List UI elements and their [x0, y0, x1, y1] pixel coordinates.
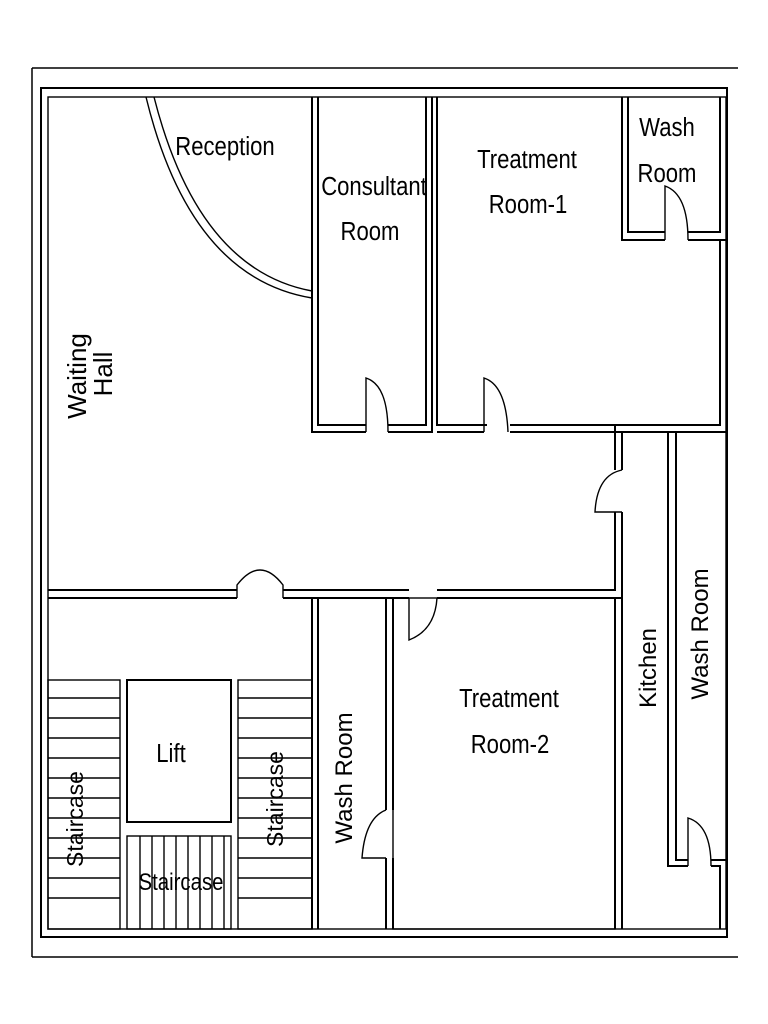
kitchen-door — [594, 469, 623, 513]
treatment-1-door — [483, 377, 509, 433]
lift-label: Lift — [156, 739, 186, 768]
staircase-left-label: Staircase — [62, 771, 88, 867]
reception-counter — [145, 96, 313, 299]
wash-room-mid-label: Wash Room — [331, 712, 358, 843]
consultant-room-label-line2: Room — [341, 217, 400, 246]
treatment-room-2-label-line1: Treatment — [459, 684, 559, 713]
staircase-mid — [237, 679, 313, 930]
kitchen-label: Kitchen — [635, 628, 662, 708]
staircase-bottom-label: Staircase — [138, 868, 223, 895]
reception-label: Reception — [175, 132, 274, 161]
treatment-room-1-label-line1: Treatment — [477, 145, 577, 174]
lift-shaft — [126, 679, 232, 823]
corridor-lower-wall — [48, 512, 623, 599]
waiting-hall-label-line1: Waiting — [62, 333, 92, 419]
wash-right-door — [687, 817, 712, 867]
wash-mid-door — [361, 809, 387, 859]
treatment-2-door — [408, 597, 438, 642]
staircase-bottom — [126, 835, 232, 930]
consultant-room-label-line1: Consultant — [321, 172, 427, 201]
treatment-room-2-walls — [392, 597, 616, 930]
treatment-room-1-label-line2: Room-1 — [489, 190, 568, 219]
staircase-mid-label: Staircase — [262, 751, 288, 847]
wash-top-door — [664, 185, 689, 241]
wash-room-top-walls — [621, 97, 726, 241]
wash-room-top-label-line1: Wash — [639, 113, 695, 142]
waiting-hall-label-line2: Hall — [88, 352, 118, 397]
staircase-left — [47, 679, 121, 930]
outer-wall-outer — [40, 87, 728, 938]
treatment-room-1-walls — [431, 97, 726, 433]
wash-room-right-label: Wash Room — [687, 568, 714, 699]
treatment-room-2-label-line2: Room-2 — [471, 730, 550, 759]
consultant-door — [365, 377, 389, 433]
wash-room-top-label-line2: Room — [638, 159, 697, 188]
lobby-arch — [236, 569, 284, 598]
